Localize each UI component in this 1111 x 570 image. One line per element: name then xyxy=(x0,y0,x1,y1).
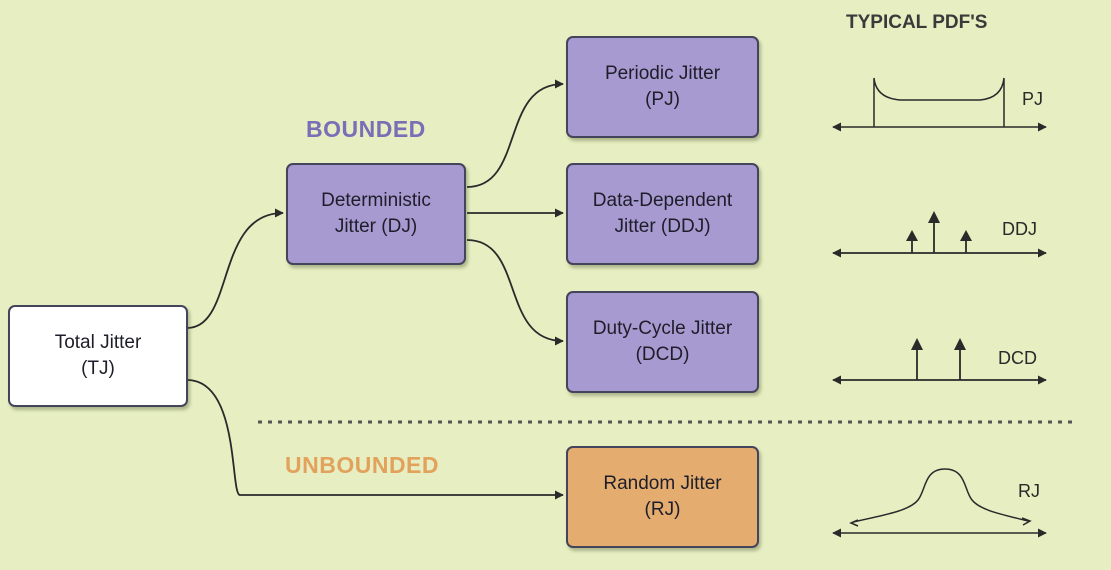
deterministic-jitter-line1: Deterministic xyxy=(321,190,431,211)
pj-pdf-plot xyxy=(832,77,1047,132)
bounded-label: BOUNDED xyxy=(306,116,426,142)
deterministic-jitter-box: Deterministic Jitter (DJ) xyxy=(286,163,466,265)
random-jitter-line1: Random Jitter xyxy=(603,473,722,494)
data-dependent-jitter-line1: Data-Dependent xyxy=(592,190,733,211)
connector-tj-rj xyxy=(186,379,564,500)
duty-cycle-jitter-line1: Duty-Cycle Jitter xyxy=(592,318,733,339)
deterministic-jitter-line2: Jitter (DJ) xyxy=(334,216,418,237)
total-jitter-line2: (TJ) xyxy=(81,358,115,379)
rj-pdf-plot xyxy=(832,468,1047,538)
unbounded-label: UNBOUNDED xyxy=(285,452,439,478)
data-dependent-jitter-line2: Jitter (DDJ) xyxy=(614,216,711,237)
periodic-jitter-box: Periodic Jitter (PJ) xyxy=(566,36,759,138)
periodic-jitter-line2: (PJ) xyxy=(645,89,680,110)
pdf-label-rj: RJ xyxy=(1018,481,1040,501)
typical-pdfs-heading: TYPICAL PDF'S xyxy=(846,12,988,33)
random-jitter-line2: (RJ) xyxy=(644,499,681,520)
periodic-jitter-line1: Periodic Jitter xyxy=(604,63,721,84)
data-dependent-jitter-box: Data-Dependent Jitter (DDJ) xyxy=(566,163,759,265)
ddj-pdf-plot xyxy=(832,211,1047,258)
connectors xyxy=(186,79,564,500)
pdf-label-ddj: DDJ xyxy=(1002,219,1037,239)
total-jitter-box: Total Jitter (TJ) xyxy=(8,305,188,407)
connector-tj-dj xyxy=(186,208,284,329)
dcd-pdf-plot xyxy=(832,338,1047,385)
pdf-label-pj: PJ xyxy=(1022,89,1044,109)
duty-cycle-jitter-box: Duty-Cycle Jitter (DCD) xyxy=(566,291,759,393)
random-jitter-box: Random Jitter (RJ) xyxy=(566,446,759,548)
total-jitter-line1: Total Jitter xyxy=(54,332,142,353)
duty-cycle-jitter-line2: (DCD) xyxy=(635,344,690,365)
connector-dj-dcd xyxy=(466,239,564,346)
pdf-label-dcd: DCD xyxy=(998,348,1037,368)
connector-dj-pj xyxy=(466,79,564,188)
